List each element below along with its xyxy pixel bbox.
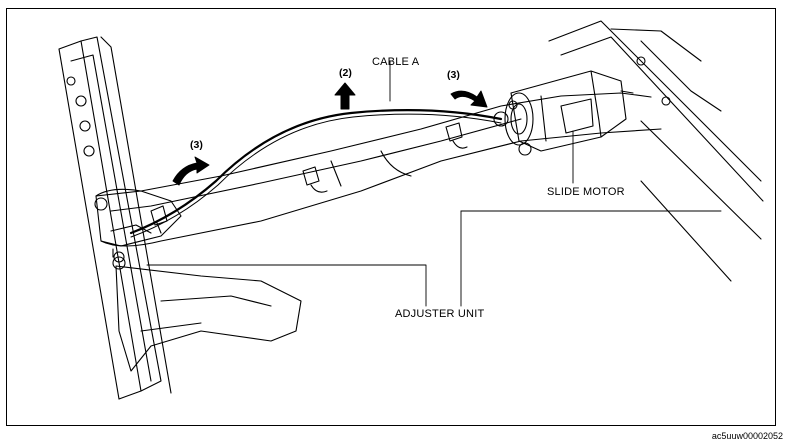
seat-adjuster-illustration [58, 20, 764, 400]
adjuster-unit-tube [95, 92, 662, 247]
curved-arrow-icon [172, 156, 210, 186]
left-bracket [94, 190, 182, 270]
leader-lines [146, 60, 722, 307]
callout-step-3-right: (3) [447, 69, 460, 81]
slide-motor-label: SLIDE MOTOR [547, 186, 625, 198]
bolt [113, 251, 125, 263]
diagram-frame: CABLE A (2) (3) (3) SLIDE MOTOR ADJUSTER… [6, 8, 776, 426]
slide-motor [493, 70, 634, 156]
figure-id: ac5uuw00002052 [711, 431, 783, 441]
cable-a [129, 109, 503, 235]
cable-a-label: CABLE A [372, 56, 420, 68]
callout-step-2: (2) [339, 67, 352, 79]
cable-clips [150, 122, 468, 234]
adjuster-unit-label: ADJUSTER UNIT [395, 308, 485, 320]
up-arrow-icon [334, 82, 356, 110]
rear-cover [115, 265, 302, 372]
right-seat-rail [548, 20, 764, 282]
callout-step-3-left: (3) [190, 139, 203, 151]
curved-arrow-icon-right [450, 90, 488, 108]
